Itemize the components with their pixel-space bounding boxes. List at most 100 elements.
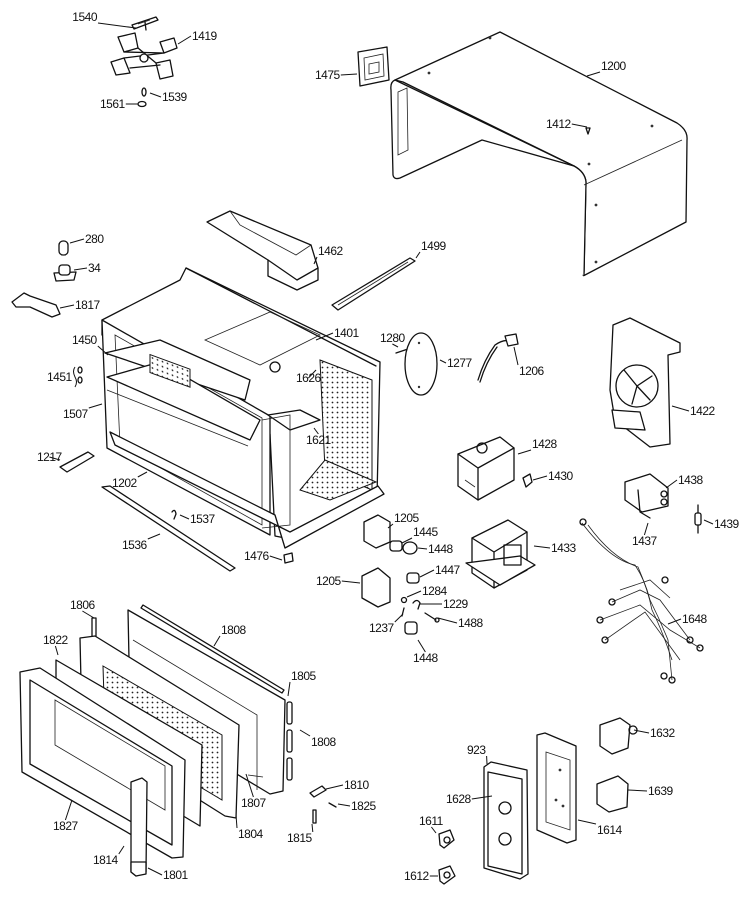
callout-1614: 1614 [577, 819, 623, 837]
leader-line [325, 784, 344, 790]
part-number-label: 1401 [334, 326, 360, 340]
part-number-label: 1422 [690, 404, 716, 418]
part-1462-duct [206, 210, 319, 291]
leader-line [417, 547, 428, 550]
part-1825-screw [328, 802, 337, 808]
callout-1475: 1475 [315, 68, 358, 82]
part-number-label: 1810 [344, 778, 370, 792]
part-1206-power-cord [477, 333, 519, 383]
part-1438-capacitor [624, 473, 669, 513]
part-number-label: 1537 [190, 512, 216, 526]
callout-1561: 1561 [100, 97, 138, 111]
part-1419-stirrer-fan [110, 32, 178, 80]
leader-line [82, 610, 95, 619]
callout-1808a: 1808 [213, 623, 247, 647]
callout-1810: 1810 [325, 778, 370, 792]
callout-1205b: 1205 [316, 574, 361, 588]
part-1561-washer [137, 100, 147, 108]
part-1808-seal-top [140, 604, 285, 694]
part-1815-spring [312, 809, 317, 824]
part-number-label: 1205 [316, 574, 342, 588]
part-number-label: 1430 [548, 469, 574, 483]
part-number-label: 1277 [447, 356, 473, 370]
part-number-label: 1822 [43, 633, 69, 647]
part-280-lamp [58, 240, 69, 256]
leader-line [643, 522, 649, 536]
leader-line [387, 523, 394, 529]
part-1401-oven-cavity [101, 267, 385, 549]
part-1807-choke [247, 774, 264, 778]
part-number-label: 1428 [532, 437, 558, 451]
callout-1807: 1807 [241, 773, 267, 810]
callout-1237: 1237 [369, 613, 404, 635]
part-number-label: 1451 [47, 370, 73, 384]
part-1808-seals-right [286, 701, 293, 781]
part-number-label: 1804 [238, 827, 264, 841]
leader-line [415, 251, 421, 259]
callout-1412: 1412 [546, 117, 588, 131]
callout-1277: 1277 [439, 356, 473, 370]
part-number-label: 1200 [601, 59, 627, 73]
callout-1447: 1447 [419, 563, 461, 578]
leader-line [471, 795, 493, 800]
part-1648-wire-harness [579, 518, 704, 684]
leader-line [149, 92, 162, 98]
leader-line [97, 22, 137, 29]
part-number-label: 1628 [446, 792, 472, 806]
part-1439-diode [694, 504, 702, 534]
part-number-label: 34 [88, 261, 101, 275]
leader-line [517, 449, 532, 455]
leader-line [577, 819, 597, 825]
callout-1445: 1445 [401, 525, 439, 544]
part-number-label: 1433 [551, 541, 577, 555]
callout-34: 34 [73, 261, 102, 275]
part-1614-mounting-plate [536, 732, 577, 844]
leader-line [54, 645, 59, 656]
callout-1822: 1822 [43, 633, 69, 656]
callout-1476: 1476 [244, 549, 283, 563]
part-1488-screw [424, 612, 440, 623]
callout-1448b: 1448 [413, 639, 439, 665]
callout-labels: 1540141915391561147512001412280341817146… [37, 10, 740, 883]
part-1447-actuator [406, 572, 420, 584]
leader-line [147, 533, 161, 540]
part-1428-magnetron [457, 436, 515, 501]
part-1217-bracket [59, 451, 95, 473]
part-number-label: 280 [85, 232, 104, 246]
part-1539-clip [141, 87, 147, 97]
part-34-socket [53, 264, 77, 282]
leader-line [401, 537, 413, 544]
part-number-label: 1447 [435, 563, 461, 577]
part-number-label: 1439 [714, 517, 740, 531]
leader-line [337, 803, 351, 807]
callout-923: 923 [467, 743, 488, 765]
leader-line [49, 456, 61, 461]
leader-line [213, 635, 221, 647]
callout-1628: 1628 [446, 792, 493, 806]
leader-line [406, 590, 422, 598]
leader-line [703, 519, 714, 525]
part-number-label: 1206 [519, 364, 545, 378]
callout-1284: 1284 [406, 584, 448, 598]
part-number-label: 1632 [650, 726, 676, 740]
part-number-label: 1475 [315, 68, 341, 82]
leader-line [179, 514, 190, 520]
callout-1422: 1422 [671, 404, 716, 418]
part-number-label: 1448 [428, 542, 454, 556]
callout-1401: 1401 [315, 326, 360, 341]
callout-1202: 1202 [112, 471, 148, 490]
part-number-label: 1202 [112, 476, 138, 490]
part-number-label: 1815 [287, 831, 313, 845]
leader-line [532, 475, 548, 481]
callout-1428: 1428 [517, 437, 558, 455]
leader-line [392, 343, 399, 348]
part-1810-latch [309, 785, 327, 798]
callout-1639: 1639 [627, 784, 674, 798]
leader-line [313, 256, 318, 265]
callout-1205a: 1205 [387, 511, 420, 529]
part-1229-lever [412, 599, 421, 610]
leader-line [313, 427, 319, 435]
part-1433-transformer [465, 519, 536, 589]
part-1422-fan-assembly [609, 317, 681, 448]
part-1448-actuator-upper [402, 541, 418, 555]
